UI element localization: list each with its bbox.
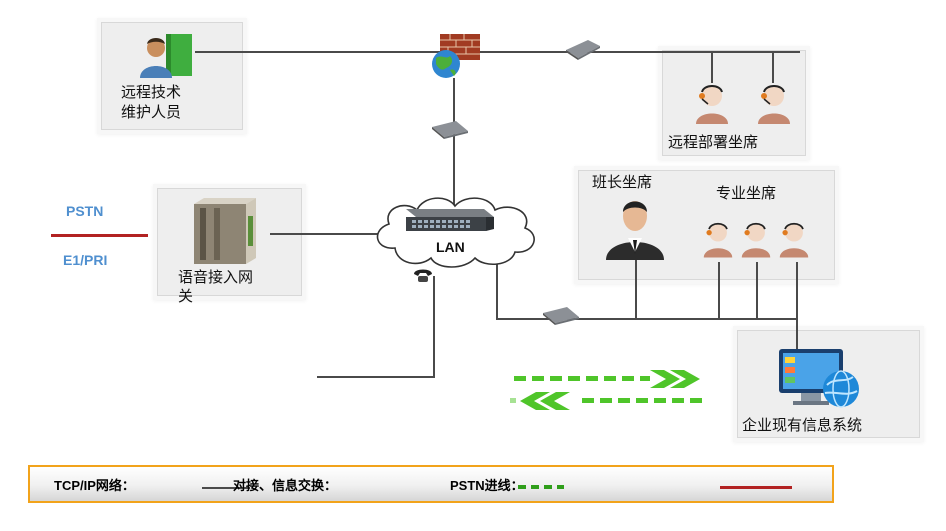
gateway-device-icon bbox=[194, 198, 256, 264]
exchange-arrows-icon bbox=[510, 370, 702, 410]
wire-pro-drop-2 bbox=[756, 262, 758, 320]
router-icon bbox=[566, 40, 600, 60]
team-leader-label: 班长坐席 bbox=[592, 173, 653, 191]
wire-bus-enterprise bbox=[796, 318, 798, 356]
legend-bar: TCP/IP网络： 对接、信息交换： PSTN进线： bbox=[28, 465, 834, 503]
remote-tech-label-1: 远程技术 bbox=[121, 83, 182, 101]
pstn-label: PSTN bbox=[66, 203, 104, 219]
remote-seats-box bbox=[662, 50, 806, 156]
wire-firewall-lan bbox=[453, 78, 455, 206]
wire-tech-firewall bbox=[195, 51, 440, 53]
legend-pstn-line bbox=[720, 486, 792, 489]
enterprise-label: 企业现有信息系统 bbox=[742, 416, 863, 434]
legend-tcpip: TCP/IP网络： bbox=[54, 478, 135, 493]
switch-icon bbox=[406, 209, 494, 231]
operator-headset-icon bbox=[696, 85, 728, 124]
operator-headset-icon bbox=[779, 222, 809, 258]
wire-leader-drop bbox=[635, 258, 637, 320]
wire-gateway-lan bbox=[270, 233, 392, 235]
lan-label: LAN bbox=[436, 239, 465, 255]
operator-headset-icon bbox=[741, 222, 771, 258]
person-book-icon bbox=[140, 34, 192, 78]
legend-tcpip-line bbox=[202, 487, 250, 489]
wire-left-stub bbox=[317, 376, 435, 378]
manager-icon bbox=[606, 201, 664, 260]
operator-headset-icon bbox=[758, 85, 790, 124]
gateway-label-2: 关 bbox=[178, 287, 194, 305]
e1-pri-label: E1/PRI bbox=[63, 252, 108, 268]
firewall-globe-icon bbox=[432, 34, 480, 78]
router-icon bbox=[432, 121, 468, 139]
router-icon bbox=[543, 307, 579, 325]
wire-pro-drop-1 bbox=[718, 262, 720, 320]
wire-remote-seat-2 bbox=[772, 51, 774, 83]
legend-docking: 对接、信息交换： bbox=[233, 478, 338, 493]
remote-seats-label: 远程部署坐席 bbox=[668, 133, 759, 151]
operator-headset-icon bbox=[703, 222, 733, 258]
wire-pro-drop-3 bbox=[796, 262, 798, 320]
remote-tech-label-2: 维护人员 bbox=[121, 103, 182, 121]
wire-remote-seat-1 bbox=[711, 51, 713, 83]
pro-seats-label: 专业坐席 bbox=[716, 184, 777, 202]
wire-seat-bus bbox=[496, 318, 798, 320]
gateway-label-1: 语音接入网 bbox=[178, 268, 254, 286]
legend-pstn: PSTN进线： bbox=[450, 478, 524, 493]
legend-docking-line bbox=[518, 485, 564, 489]
wire-lan-right-drop bbox=[496, 262, 498, 319]
wire-lan-down bbox=[433, 276, 435, 377]
pstn-line bbox=[51, 234, 148, 237]
phone-icon bbox=[414, 269, 432, 282]
wire-firewall-router bbox=[470, 51, 800, 53]
computer-globe-icon bbox=[779, 349, 859, 408]
